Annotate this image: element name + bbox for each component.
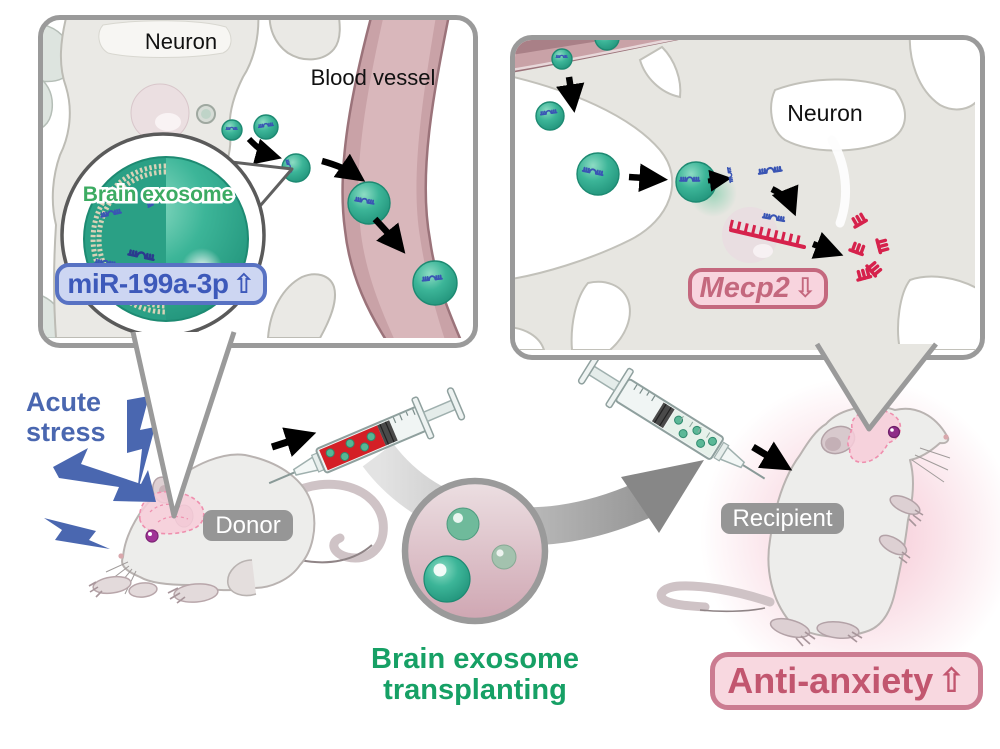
donor-front-paw bbox=[92, 575, 132, 595]
up-arrow-icon: ⇧ bbox=[232, 268, 255, 300]
nucleus-highlight bbox=[155, 113, 181, 131]
bind-arrow-icon bbox=[770, 184, 799, 217]
release-arrow-icon bbox=[707, 169, 732, 192]
exosome-sphere bbox=[423, 555, 471, 603]
recipient-whiskers bbox=[911, 447, 951, 483]
brain-exosome-label: Brain exosome bbox=[83, 183, 234, 206]
donor-front-paw2 bbox=[128, 582, 158, 598]
exosome-icon bbox=[551, 48, 573, 70]
acute-stress-line2: stress bbox=[26, 416, 106, 447]
mir-badge-text: miR-199a-3p bbox=[67, 268, 229, 299]
degrade-arrow-icon bbox=[811, 232, 844, 259]
donor-badge-text: Donor bbox=[215, 511, 281, 539]
exosome-suspension bbox=[663, 409, 722, 458]
recipient-badge: Recipient bbox=[721, 503, 844, 534]
graduations bbox=[679, 415, 711, 438]
lightning-bolt-icon bbox=[127, 396, 155, 494]
neuron-label: Neuron bbox=[787, 100, 862, 126]
flow-arrow-icon bbox=[372, 216, 406, 254]
neuron-branch2 bbox=[266, 273, 336, 338]
down-arrow-icon: ⇩ bbox=[793, 273, 817, 304]
lightning-bolt-icon bbox=[53, 448, 156, 502]
recipient-hind-toes bbox=[795, 631, 816, 647]
flow-arrow-icon bbox=[321, 153, 366, 182]
exosome-icon bbox=[594, 40, 620, 51]
recipient-badge-text: Recipient bbox=[732, 504, 833, 532]
sphere-highlight bbox=[433, 563, 447, 577]
exosome-icon bbox=[535, 101, 565, 131]
recipient-hind-foot2 bbox=[816, 620, 860, 640]
donor-whiskers bbox=[105, 561, 137, 595]
acute-stress-label: Acute stress bbox=[26, 387, 106, 447]
donor-front-toes bbox=[88, 581, 103, 598]
recipient-front-toes2 bbox=[898, 551, 911, 564]
donor-eye-icon bbox=[145, 529, 159, 543]
mrna-fragment-icon bbox=[875, 236, 890, 255]
blood-vessel-label: Blood vessel bbox=[311, 65, 436, 90]
recipient-front-paw bbox=[889, 494, 921, 516]
recipient-ear-inner bbox=[825, 437, 841, 451]
exosome-dish bbox=[401, 477, 549, 625]
exosomes-in-blood bbox=[325, 432, 376, 462]
flow-arrow-icon bbox=[246, 136, 282, 165]
caption-line1: Brain exosome bbox=[371, 643, 579, 675]
recipient-hind-toes2 bbox=[847, 631, 863, 643]
recipient-front-paw2 bbox=[878, 534, 908, 556]
neuron-inner-blob bbox=[98, 20, 232, 58]
exosome-icon bbox=[253, 114, 279, 140]
exosome-sphere bbox=[491, 544, 517, 570]
blood-vessel-lumen bbox=[358, 20, 445, 338]
donor-tail-line bbox=[299, 544, 373, 564]
mir-199a-3p-badge: miR-199a-3p⇧ bbox=[55, 263, 267, 305]
flow-arrow-icon bbox=[556, 76, 585, 113]
panel-neuron-uptake: Neuron Mecp2⇩ bbox=[510, 35, 985, 360]
acute-stress-line1: Acute bbox=[26, 387, 102, 417]
recipient-eye-icon bbox=[887, 425, 901, 439]
graduations bbox=[633, 384, 656, 402]
exosome-icon bbox=[412, 260, 458, 306]
exosome-icon bbox=[221, 119, 243, 141]
donor-badge: Donor bbox=[203, 510, 293, 541]
budding-vesicle-core bbox=[201, 109, 211, 119]
up-arrow-icon: ⇧ bbox=[937, 661, 966, 701]
plunger-stopper bbox=[651, 402, 675, 429]
caption-line2: transplanting bbox=[383, 674, 567, 707]
anti-anxiety-badge: Anti-anxiety⇧ bbox=[710, 652, 983, 710]
donor-hind-leg bbox=[227, 559, 257, 597]
donor-tail-icon bbox=[283, 479, 388, 563]
draw-arrow-icon bbox=[270, 427, 317, 457]
lightning-bolt-icon bbox=[44, 518, 110, 549]
neuron-branch bbox=[268, 20, 341, 61]
exosomes-in-suspension bbox=[674, 415, 717, 448]
donor-nose bbox=[118, 553, 124, 559]
graduations bbox=[392, 408, 416, 424]
recipient-nose bbox=[943, 434, 949, 440]
flow-arrow-icon bbox=[628, 163, 668, 192]
nucleus-highlight bbox=[753, 244, 773, 258]
exosome-sphere bbox=[446, 507, 480, 541]
membrane-highlight bbox=[827, 135, 851, 228]
mrna-fragment-icon bbox=[854, 267, 873, 282]
mrna-icon bbox=[728, 219, 806, 249]
recipient-tail-icon bbox=[656, 581, 775, 612]
recipient-front-toes bbox=[908, 509, 924, 527]
recipient-syringe-icon bbox=[577, 353, 766, 480]
panel-brain-exosome-release: Neuron Blood vessel Brain exosome miR-19… bbox=[38, 15, 478, 348]
sphere-highlight bbox=[496, 549, 504, 557]
recipient-eye-highlight bbox=[890, 428, 894, 432]
recipient-hind-foot bbox=[769, 617, 811, 639]
donor-eye-highlight bbox=[148, 532, 152, 536]
anti-anxiety-text: Anti-anxiety bbox=[727, 660, 934, 701]
donor-hind-toes bbox=[167, 587, 186, 604]
sphere-highlight bbox=[453, 513, 463, 523]
mecp2-badge: Mecp2⇩ bbox=[688, 268, 828, 309]
transplant-caption: Brain exosome transplanting bbox=[330, 643, 620, 707]
mecp2-badge-text: Mecp2 bbox=[699, 272, 790, 304]
donor-syringe-icon bbox=[268, 387, 466, 485]
inject-arrow-icon bbox=[751, 441, 793, 471]
recipient-tail-line bbox=[699, 607, 766, 613]
neuron-label: Neuron bbox=[145, 29, 217, 54]
